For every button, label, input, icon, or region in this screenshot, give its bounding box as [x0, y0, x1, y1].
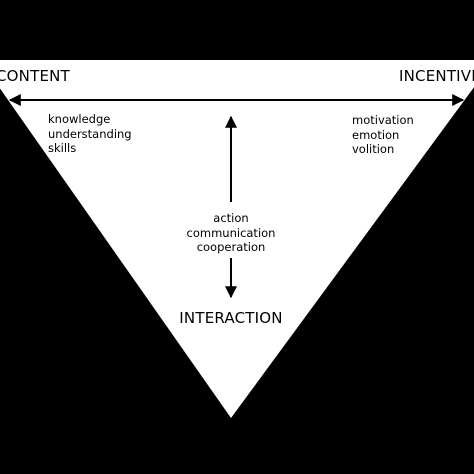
interaction-items-list: action communication cooperation [187, 211, 276, 255]
incentive-item: motivation [352, 113, 414, 127]
content-item: understanding [48, 126, 132, 141]
content-label: CONTENT [0, 67, 70, 85]
inverted-triangle [0, 60, 474, 418]
interaction-item: communication [186, 225, 276, 240]
incentive-item: volition [352, 142, 395, 156]
incentive-items-list: motivation emotion volition [352, 113, 414, 157]
content-item: knowledge [48, 112, 111, 126]
incentive-label: INCENTIVE [399, 67, 474, 85]
incentive-item: emotion [352, 127, 400, 142]
interaction-item: action [213, 211, 249, 225]
content-item: skills [48, 141, 77, 155]
interaction-label: INTERACTION [179, 309, 283, 327]
content-items-list: knowledge understanding skills [48, 112, 132, 156]
interaction-item: cooperation [196, 240, 266, 254]
